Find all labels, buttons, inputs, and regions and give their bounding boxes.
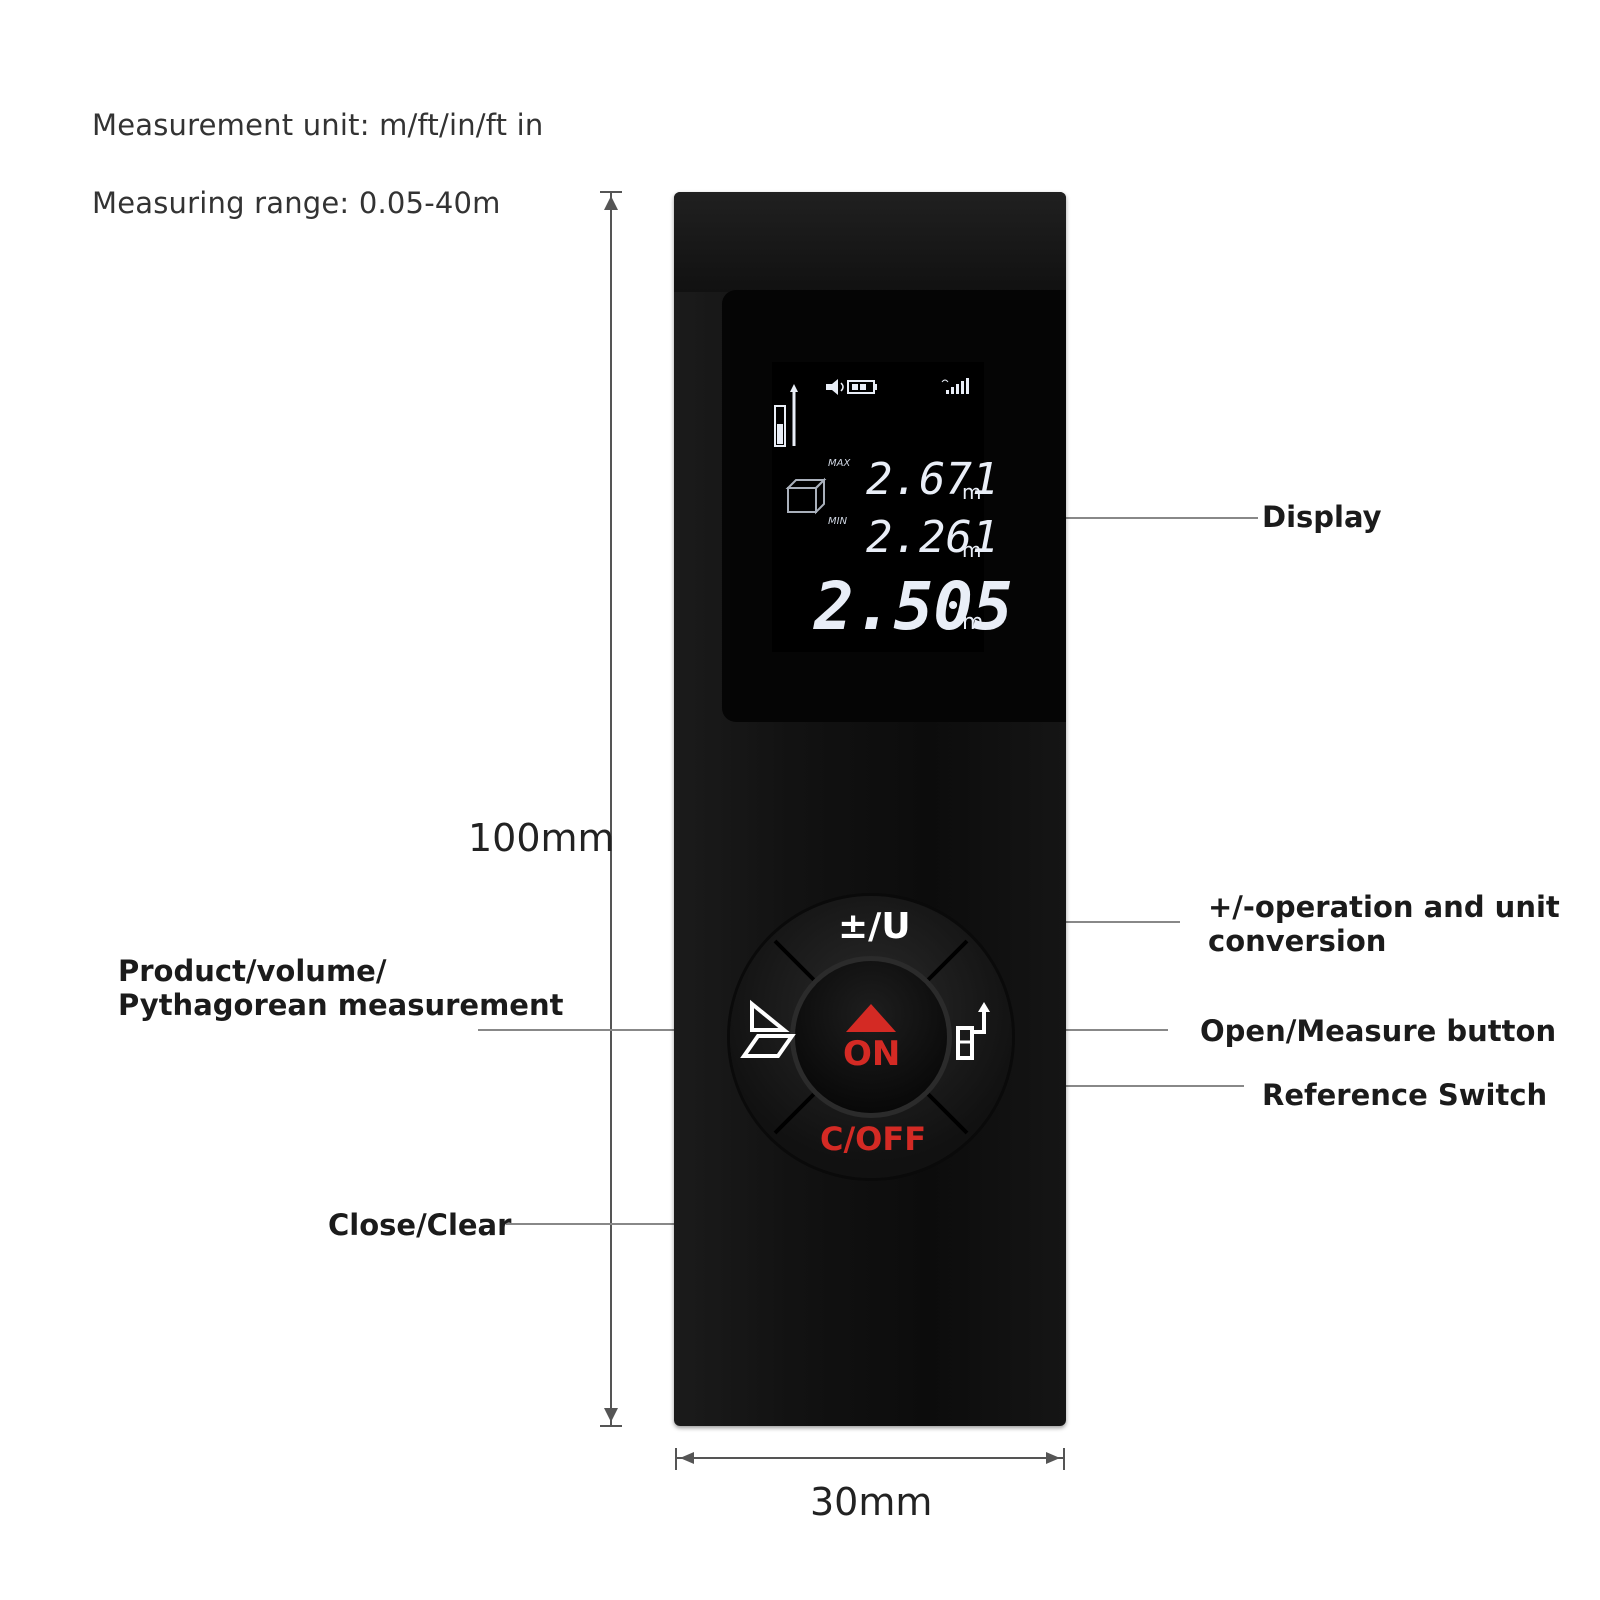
reference-switch-icon [956,1002,990,1060]
main-reading: 2.505 [814,568,1013,645]
reference-indicator-icon [774,384,798,447]
speaker-icon [826,379,844,395]
min-unit: m [962,538,982,562]
lcd-display: MAX MIN 2.671 m 2.261 m 2.505 m [772,362,1013,652]
display-callout: Display [1262,500,1382,534]
signal-icon [941,378,969,394]
measure-triangle-icon [846,1004,896,1032]
reference-switch-callout: Reference Switch [1262,1078,1548,1112]
max-label: MAX [828,458,851,469]
unit-conversion-callout-line2: conversion [1208,924,1387,958]
lcd-status-icons [774,378,969,515]
open-measure-callout: Open/Measure button [1200,1014,1557,1048]
unit-conversion-callout-line1: +/-operation and unit [1208,890,1560,924]
battery-icon [847,380,877,394]
max-reading: 2.671 [866,454,999,505]
volume-mode-icon [785,477,827,515]
close-clear-callout: Close/Clear [328,1208,512,1242]
measuring-range-spec: Measuring range: 0.05-40m [92,186,501,220]
clear-off-button[interactable]: C/OFF [820,1120,927,1158]
on-label: ON [843,1034,901,1074]
max-unit: m [962,480,982,504]
pythagorean-icon [740,999,796,1058]
min-label: MIN [828,516,848,527]
product-callout-line1: Product/volume/ [118,954,387,988]
min-reading: 2.261 [866,512,999,563]
width-dimension-label: 30mm [810,1480,933,1524]
plus-minus-unit-button[interactable]: ±/U [838,906,911,947]
on-measure-button[interactable] [795,961,947,1113]
main-unit: m [962,610,984,635]
height-dimension-label: 100mm [468,816,615,860]
product-callout-line2: Pythagorean measurement [118,988,564,1022]
measurement-unit-spec: Measurement unit: m/ft/in/ft in [92,108,544,142]
device-top-cap [674,192,1066,292]
